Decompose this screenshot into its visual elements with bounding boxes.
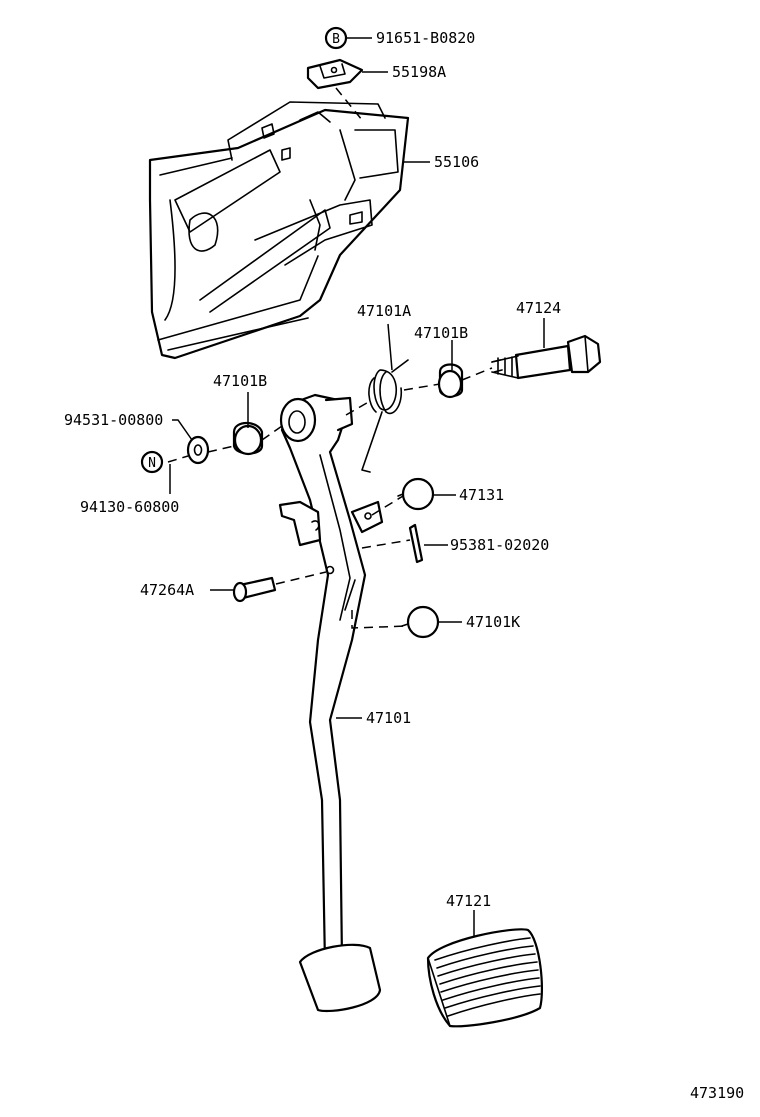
circle-n-letter: N <box>148 456 156 471</box>
pedal-pad-on-arm <box>298 943 382 1013</box>
pedal-pad-part <box>426 928 543 1028</box>
washer-part <box>186 435 210 465</box>
pedal-bolt <box>491 334 602 380</box>
bushing-right <box>437 363 464 399</box>
circle-b-letter: B <box>332 32 340 47</box>
label-pedal-arm: 47101 <box>366 709 411 727</box>
label-pin: 95381-02020 <box>450 536 549 554</box>
label-spring: 47101A <box>357 302 411 320</box>
circle-n-marker <box>140 450 164 474</box>
label-washer: 94531-00800 <box>64 411 163 429</box>
cotter-pin <box>408 523 424 564</box>
label-bolt-b: 91651-B0820 <box>376 29 475 47</box>
return-spring <box>361 359 409 473</box>
pedal-bracket <box>148 101 410 360</box>
label-nut: 94130-60800 <box>80 498 179 516</box>
clip-part <box>306 58 364 90</box>
label-pad: 47121 <box>446 892 491 910</box>
figure-number: 473190 <box>690 1084 744 1102</box>
label-stopper: 47131 <box>459 486 504 504</box>
label-bushing-right: 47101B <box>414 324 468 342</box>
brake-pedal-arm <box>278 393 384 966</box>
label-clevis-pin: 47264A <box>140 581 194 599</box>
label-cushion: 47101K <box>466 613 520 631</box>
label-clip: 55198A <box>392 63 446 81</box>
circle-b-marker <box>324 26 348 50</box>
bushing-left <box>232 421 264 456</box>
label-bushing-left: 47101B <box>213 372 267 390</box>
label-bracket: 55106 <box>434 153 479 171</box>
label-bolt: 47124 <box>516 299 561 317</box>
clevis-pin <box>232 576 277 603</box>
cushion-ball <box>401 605 440 639</box>
stopper-ball <box>397 477 435 511</box>
